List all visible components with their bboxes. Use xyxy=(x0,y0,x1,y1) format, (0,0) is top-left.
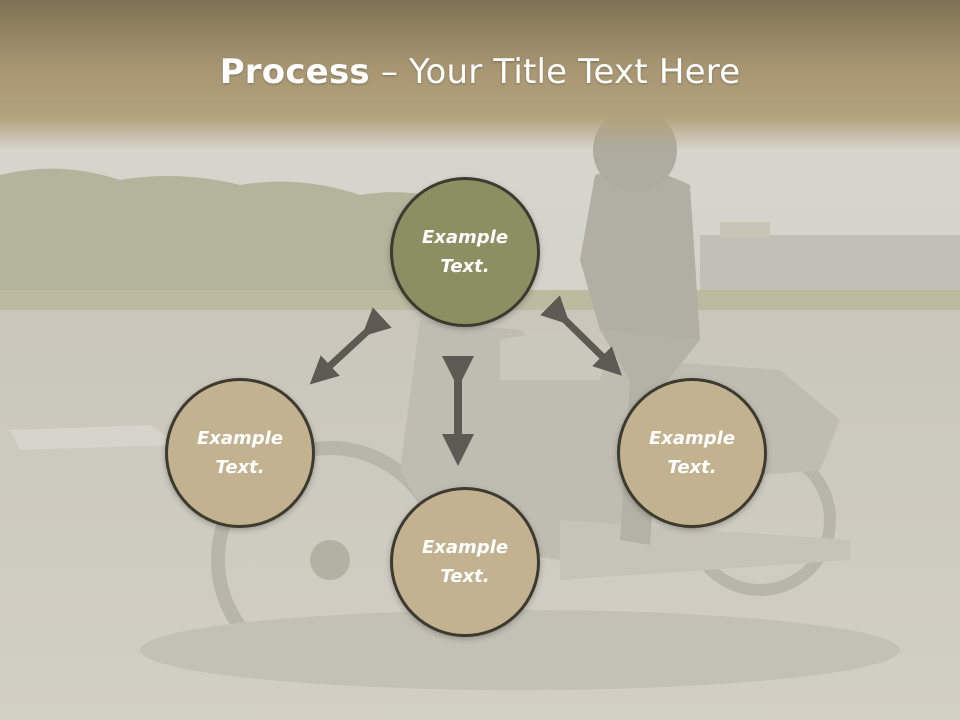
node-bottom[interactable]: Example Text. xyxy=(390,487,540,637)
node-left[interactable]: Example Text. xyxy=(165,378,315,528)
arrow-top-left xyxy=(309,307,392,385)
node-right[interactable]: Example Text. xyxy=(617,378,767,528)
node-top-text: Example Text. xyxy=(421,227,509,277)
slide-title: Process – Your Title Text Here xyxy=(0,52,960,92)
title-bold: Process xyxy=(219,52,370,92)
node-top[interactable]: Example Text. xyxy=(390,177,540,327)
arrow-top-right xyxy=(540,295,622,376)
node-bottom-text: Example Text. xyxy=(421,537,509,587)
title-rest: – Your Title Text Here xyxy=(369,52,741,92)
node-right-text: Example Text. xyxy=(648,428,736,478)
title-band xyxy=(0,0,960,150)
node-left-text: Example Text. xyxy=(196,428,284,478)
